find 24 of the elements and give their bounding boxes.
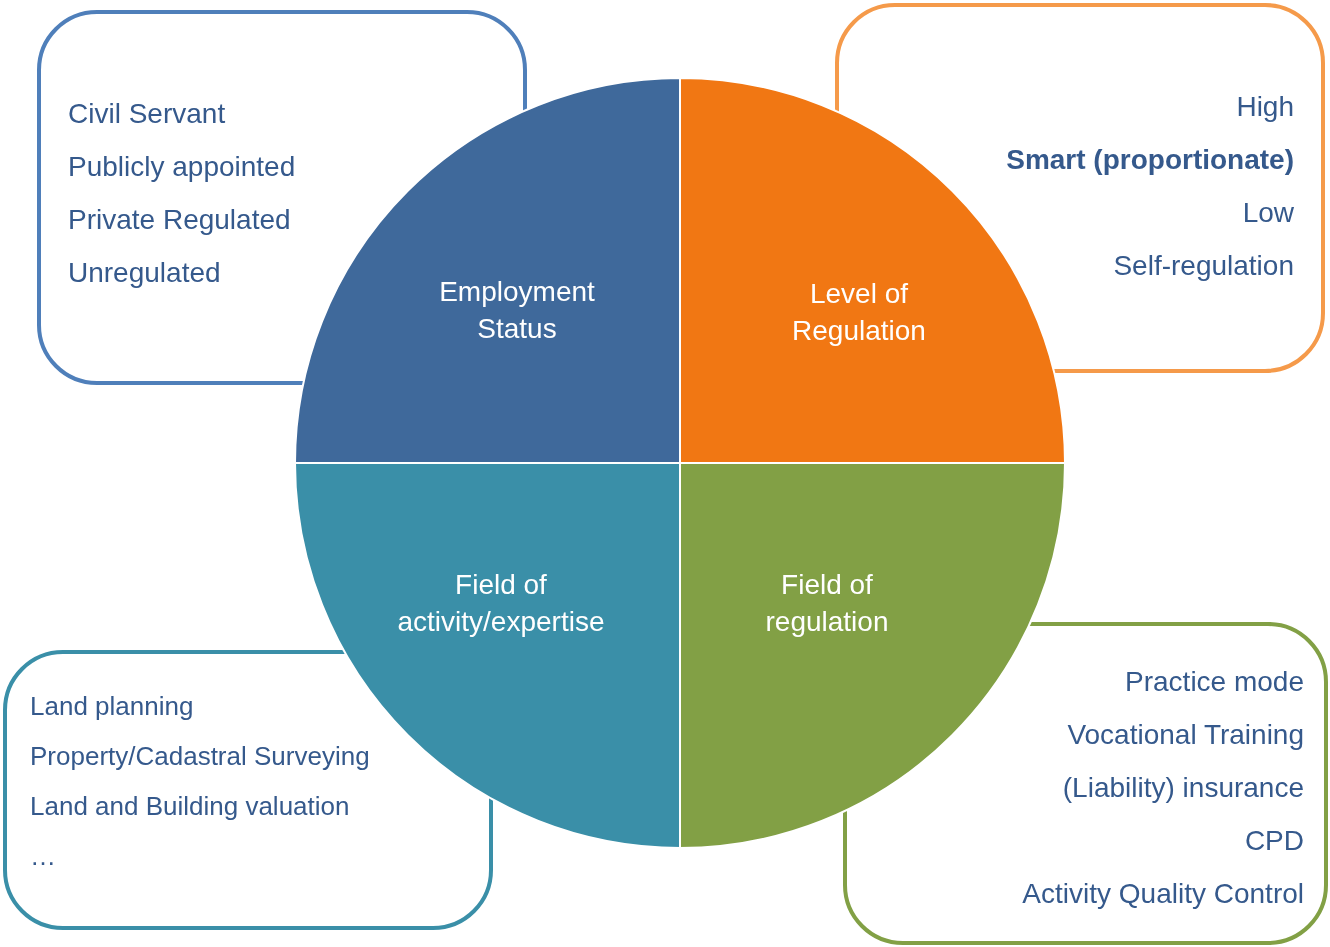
quadrant-segment [295, 78, 680, 463]
segment-label: Field of activity/expertise [396, 568, 606, 639]
segment-label: Employment Status [438, 275, 596, 346]
segment-label: Level of Regulation [791, 277, 927, 348]
list-item: Publicly appointed [68, 153, 296, 184]
segment-label: Field of regulation [764, 568, 890, 639]
list-item: Smart (proportionate) [1006, 146, 1294, 177]
list-item: Civil Servant [68, 100, 226, 131]
list-item: Private Regulated [68, 206, 291, 237]
list-item: … [30, 843, 56, 873]
list-item: (Liability) insurance [1062, 774, 1304, 805]
list-card [3, 650, 493, 930]
quadrant-segment [680, 463, 1065, 848]
list-item: Self-regulation [1113, 252, 1294, 283]
list-item: High [1236, 93, 1294, 124]
list-item: Practice mode [1125, 668, 1304, 699]
list-item: Land and Building valuation [30, 793, 350, 823]
list-item: Low [1242, 199, 1294, 230]
list-item: Vocational Training [1067, 721, 1304, 752]
list-item: Activity Quality Control [1022, 880, 1304, 911]
list-item: CPD [1244, 827, 1304, 858]
list-item: Land planning [30, 693, 194, 723]
list-item: Property/Cadastral Surveying [30, 743, 370, 773]
list-item: Unregulated [68, 259, 221, 290]
